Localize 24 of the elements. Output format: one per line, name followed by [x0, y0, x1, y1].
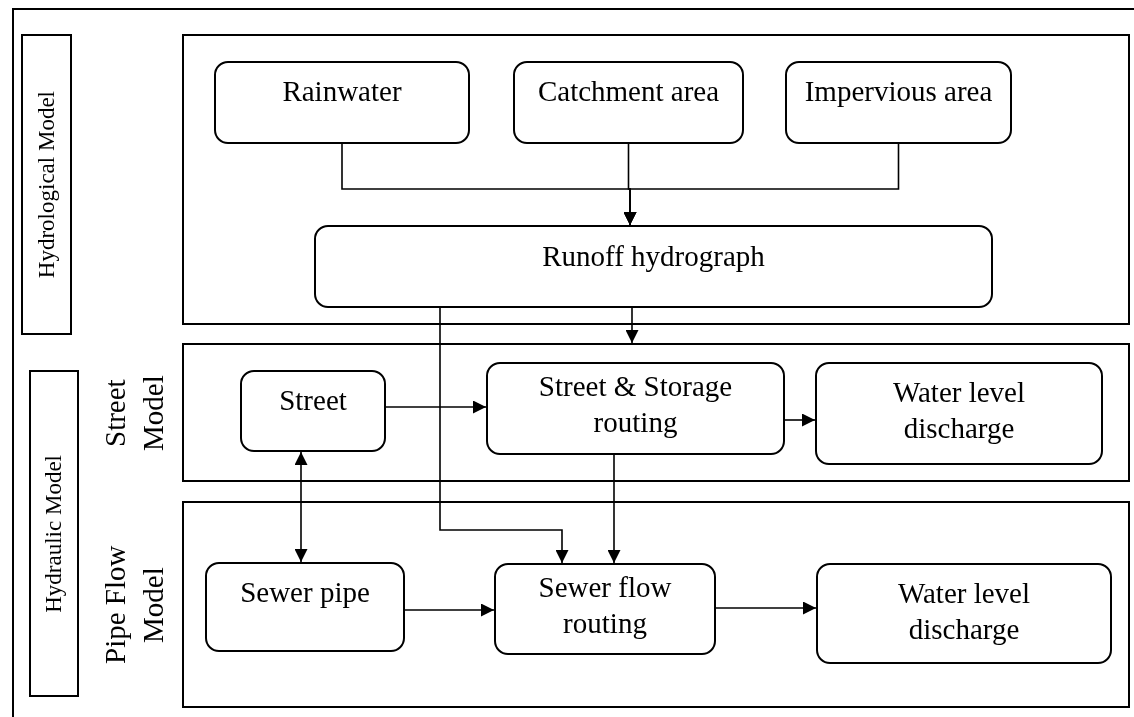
process-box: Runoff hydrograph — [314, 225, 993, 308]
model-title: Hydraulic Model — [29, 370, 79, 697]
process-box: Water level discharge — [816, 563, 1112, 664]
arrow — [715, 601, 817, 615]
process-box: Rainwater — [214, 61, 470, 144]
model-panel — [182, 34, 1130, 325]
arrow — [607, 454, 621, 564]
process-box: Impervious area — [785, 61, 1012, 144]
arrow — [294, 451, 308, 563]
arrow — [784, 413, 816, 427]
panel-heading: Street Model — [98, 373, 170, 453]
process-box: Catchment area — [513, 61, 744, 144]
arrow — [404, 603, 495, 617]
process-box: Water level discharge — [815, 362, 1103, 465]
process-box: Sewer pipe — [205, 562, 405, 652]
process-box: Street & Storage routing — [486, 362, 785, 455]
arrow — [439, 307, 569, 564]
arrow — [625, 307, 639, 344]
arrow — [623, 143, 900, 226]
panel-heading: Pipe Flow Model — [98, 544, 170, 666]
process-box: Street — [240, 370, 386, 452]
arrow — [385, 400, 487, 414]
model-title: Hydrological Model — [21, 34, 72, 335]
process-box: Sewer flow routing — [494, 563, 716, 655]
